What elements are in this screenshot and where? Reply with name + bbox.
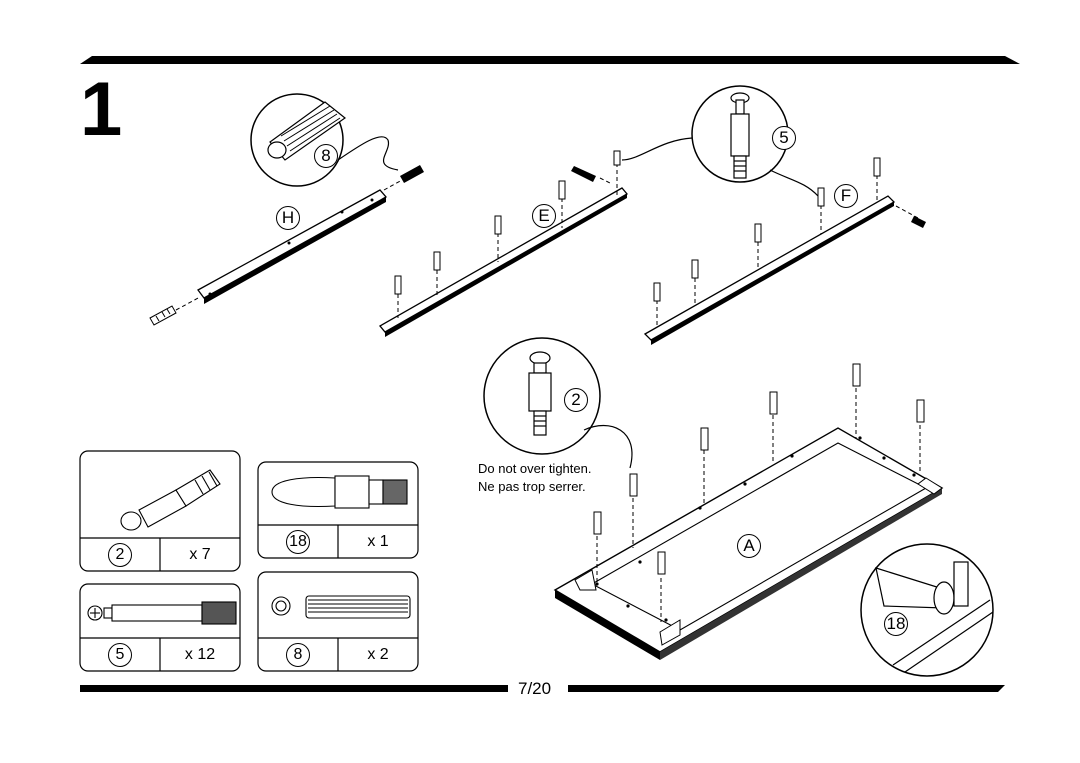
panel-e-label: E — [532, 204, 556, 228]
glue-part — [271, 475, 408, 509]
caution-en: Do not over tighten. — [478, 461, 592, 476]
glue-detail — [875, 561, 994, 673]
top-rule — [80, 56, 1020, 64]
panel-a — [483, 337, 994, 677]
rail-e — [379, 150, 628, 337]
step-number: 1 — [80, 67, 123, 152]
hardware-qty-8: x 2 — [367, 645, 389, 663]
hardware-qty-2: x 7 — [189, 545, 211, 563]
cam-lock-detail — [528, 351, 552, 436]
hardware-part-18: 18 — [258, 525, 338, 558]
dowel-left — [149, 296, 201, 326]
hardware-qty-18: x 1 — [367, 532, 389, 550]
hardware-part-5: 5 — [80, 638, 160, 671]
bottom-rule-right — [568, 685, 1005, 692]
hardware-qty-5: x 12 — [184, 645, 216, 663]
panel-h-label: H — [276, 206, 300, 230]
rail-f — [621, 85, 926, 345]
page-number: 7/20 — [518, 679, 552, 698]
cam-lock-callout-number: 2 — [564, 388, 588, 412]
dowel-callout-number: 8 — [314, 144, 338, 168]
cam-bolt-part — [87, 601, 237, 625]
cam-lock-part — [120, 469, 221, 531]
caution-text: Do not over tighten. Ne pas trop serrer. — [478, 460, 591, 496]
cam-bolt-detail — [730, 92, 750, 179]
hardware-part-2: 2 — [80, 538, 160, 571]
glue-callout-number: 18 — [884, 612, 908, 636]
hardware-part-8: 8 — [258, 638, 338, 671]
hardware-table — [79, 450, 419, 672]
panel-f-label: F — [834, 184, 858, 208]
panel-a-label: A — [737, 534, 761, 558]
dowel-detail — [267, 101, 347, 161]
cam-bolt-callout-number: 5 — [772, 126, 796, 150]
dowel-part — [271, 595, 411, 619]
dowel-right — [383, 165, 424, 191]
caution-fr: Ne pas trop serrer. — [478, 479, 586, 494]
bottom-rule-left — [80, 685, 508, 692]
